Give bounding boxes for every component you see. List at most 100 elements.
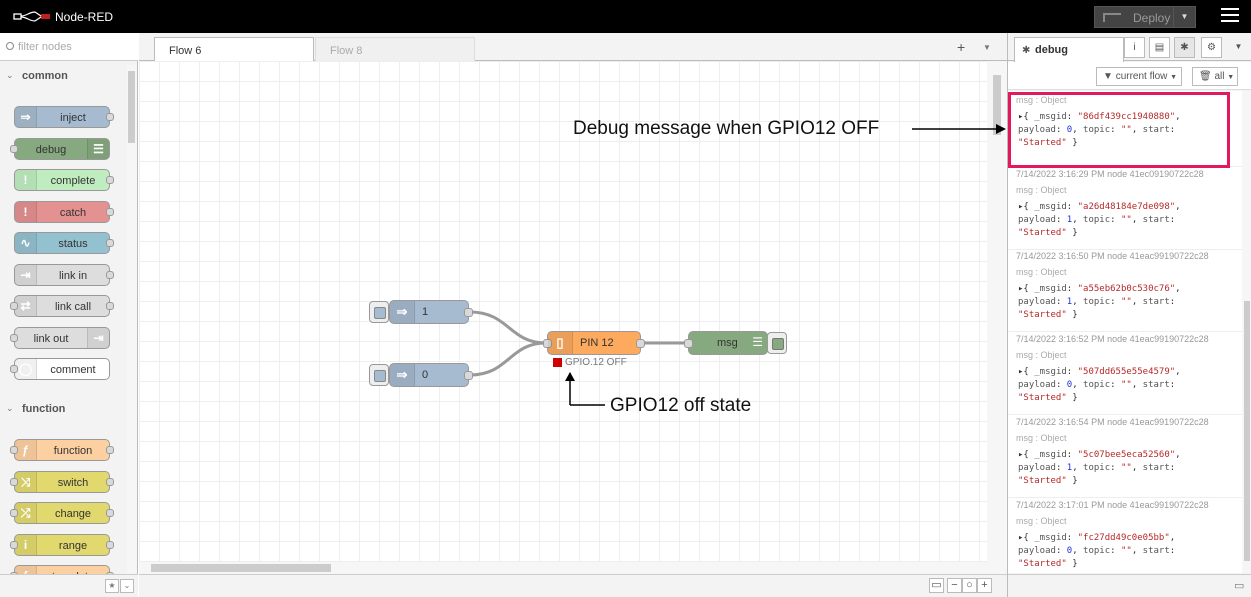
palette-node-status[interactable]: ∿status	[14, 232, 114, 254]
wires	[469, 310, 687, 377]
input-port[interactable]	[543, 339, 552, 348]
gear-icon[interactable]: ⚙	[1201, 37, 1222, 58]
palette-node-link-call[interactable]: ⇄link call	[10, 295, 114, 317]
expand-caret-icon[interactable]: ▸	[1018, 112, 1024, 122]
expand-caret-icon[interactable]: ▸	[1018, 533, 1024, 543]
book-icon[interactable]: ▤	[1149, 37, 1170, 58]
output-port	[106, 113, 114, 121]
node-label: msg	[717, 337, 738, 349]
main-menu-hamburger-icon[interactable]	[1218, 8, 1242, 26]
debug-message-list[interactable]: msg : Object▸{ _msgid: "86df439cc1940880…	[1008, 91, 1242, 573]
palette-node-link-in[interactable]: ⇥link in	[14, 263, 114, 286]
sidebar-footer: ▭	[1008, 574, 1251, 597]
palette-expand-icon[interactable]: ⌄	[120, 579, 134, 593]
msg-debug-node[interactable]: msg ☰	[684, 331, 768, 355]
palette-category-common[interactable]: ⌄ common	[0, 64, 126, 88]
debug-toggle-button[interactable]	[767, 332, 787, 354]
expand-caret-icon[interactable]: ▸	[1018, 367, 1024, 377]
monitor-icon[interactable]: ▭	[1234, 580, 1245, 592]
add-flow-plus-icon[interactable]: +	[957, 39, 966, 55]
palette-collapse-icon[interactable]: ★	[105, 579, 119, 593]
exclamation-icon: !	[15, 170, 37, 190]
palette-node-comment[interactable]: ◯comment	[10, 358, 110, 380]
palette-node-inject[interactable]: ⇒inject	[14, 106, 114, 128]
output-port	[106, 270, 114, 279]
pulse-icon: ∿	[15, 233, 37, 253]
zoom-in-icon[interactable]: +	[977, 578, 992, 593]
palette-node-link-out[interactable]: ⇥link out	[10, 326, 110, 349]
header-bar: Node-RED Deploy ▼	[0, 0, 1251, 33]
node-label: PIN 12	[580, 337, 614, 349]
inject-0-trigger-button[interactable]	[369, 364, 389, 386]
msgid-value: "86df439cc1940880"	[1077, 112, 1176, 122]
palette-node-switch[interactable]: ⤨switch	[10, 470, 114, 493]
clear-all-button[interactable]: 🗑 all ▼	[1192, 67, 1238, 86]
debug-message-object[interactable]: ▸{ _msgid: "507dd655e55e4579", payload: …	[1018, 367, 1181, 403]
expand-caret-icon[interactable]: ▸	[1018, 284, 1024, 294]
palette-footer: ★ ⌄	[0, 574, 138, 597]
link-in-icon: ⇥	[15, 264, 37, 285]
debug-message-object[interactable]: ▸{ _msgid: "a26d48184e7de098", payload: …	[1018, 202, 1181, 238]
palette-scrollbar[interactable]	[127, 65, 137, 575]
input-port[interactable]	[684, 339, 693, 348]
palette-node-change[interactable]: ⤮change	[10, 502, 114, 524]
start-value: "Started"	[1018, 559, 1067, 569]
info-icon[interactable]: i	[1124, 37, 1145, 58]
inject-1-trigger-button[interactable]	[369, 301, 389, 323]
debug-message-object[interactable]: ▸{ _msgid: "86df439cc1940880", payload: …	[1018, 112, 1181, 148]
palette-filter-input[interactable]: filter nodes	[0, 33, 138, 61]
output-port[interactable]	[464, 371, 473, 380]
palette-node-catch[interactable]: !catch	[14, 200, 114, 223]
trash-icon: 🗑	[1199, 71, 1212, 82]
debug-message[interactable]: 7/14/2022 3:17:01 PM node 41eac99190722c…	[1008, 498, 1242, 573]
zoom-out-icon[interactable]: −	[947, 578, 962, 593]
tab-flow-8[interactable]: Flow 8	[315, 37, 475, 62]
debug-message[interactable]: 7/14/2022 3:16:54 PM node 41eac99190722c…	[1008, 415, 1242, 498]
zoom-reset-icon[interactable]: ○	[962, 578, 977, 593]
debug-message-object[interactable]: ▸{ _msgid: "5c07bee5eca52560", payload: …	[1018, 450, 1181, 486]
navigator-icon[interactable]: ▭	[929, 578, 944, 593]
input-port	[10, 540, 18, 549]
filter-current-flow-button[interactable]: ▼ current flow ▼	[1096, 67, 1182, 86]
tab-flow-6[interactable]: Flow 6	[154, 37, 314, 62]
annotation-arrow	[565, 372, 605, 406]
palette-node-label: change	[54, 508, 92, 520]
inject-node-1[interactable]: ⇒ 1	[389, 300, 473, 324]
category-title: function	[22, 403, 66, 415]
expand-caret-icon[interactable]: ▸	[1018, 450, 1024, 460]
sidebar-scrollbar[interactable]	[1242, 91, 1251, 573]
inject-node-0[interactable]: ⇒ 0	[389, 363, 473, 387]
palette-category-function[interactable]: ⌄ function	[0, 397, 126, 421]
flow-canvas[interactable]: ⇒ 1 ⇒ 0 ▯ PIN 12 GPIO.12 OFF msg ☰ GPIO1…	[139, 61, 987, 562]
canvas-vertical-scrollbar[interactable]	[987, 61, 1007, 562]
sidebar-menu-caret-icon[interactable]: ▼	[1234, 42, 1243, 51]
pin-12-gpio-node[interactable]: ▯ PIN 12	[543, 331, 645, 355]
canvas-horizontal-scrollbar[interactable]	[139, 562, 1007, 574]
debug-sidebar: ✱ debug i ▤ ✱ ⚙ ▼ ▼ current flow ▼ 🗑 all…	[1007, 33, 1251, 597]
palette-node-label: catch	[59, 206, 87, 219]
input-port	[10, 477, 18, 486]
debug-message[interactable]: 7/14/2022 3:16:50 PM node 41eac99190722c…	[1008, 249, 1242, 332]
output-port[interactable]	[636, 339, 645, 348]
expand-caret-icon[interactable]: ▸	[1018, 202, 1024, 212]
debug-message-object[interactable]: ▸{ _msgid: "fc27dd49c0e05bb", payload: 0…	[1018, 533, 1176, 569]
palette-node-debug[interactable]: ☰debug	[10, 137, 110, 160]
deploy-menu-caret-icon[interactable]: ▼	[1173, 7, 1195, 27]
output-port[interactable]	[464, 308, 473, 317]
debug-message[interactable]: 7/14/2022 3:16:29 PM node 41ec09190722c2…	[1008, 167, 1242, 250]
tab-debug[interactable]: ✱ debug	[1014, 37, 1124, 62]
output-port	[106, 207, 114, 216]
palette-node-complete[interactable]: !complete	[14, 169, 114, 191]
tab-list-caret-icon[interactable]: ▼	[983, 43, 991, 52]
deploy-button[interactable]: Deploy ▼	[1094, 6, 1196, 28]
palette-node-label: range	[58, 539, 88, 552]
debug-bug-icon[interactable]: ✱	[1174, 37, 1195, 58]
debug-message[interactable]: 7/14/2022 3:16:52 PM node 41eac99190722c…	[1008, 332, 1242, 415]
chevron-down-icon: ▼	[1170, 74, 1178, 81]
output-port	[106, 446, 114, 454]
output-port	[106, 509, 114, 517]
payload-value: 0	[1066, 125, 1073, 135]
debug-message-object[interactable]: ▸{ _msgid: "a55eb62b0c530c76", payload: …	[1018, 284, 1181, 320]
